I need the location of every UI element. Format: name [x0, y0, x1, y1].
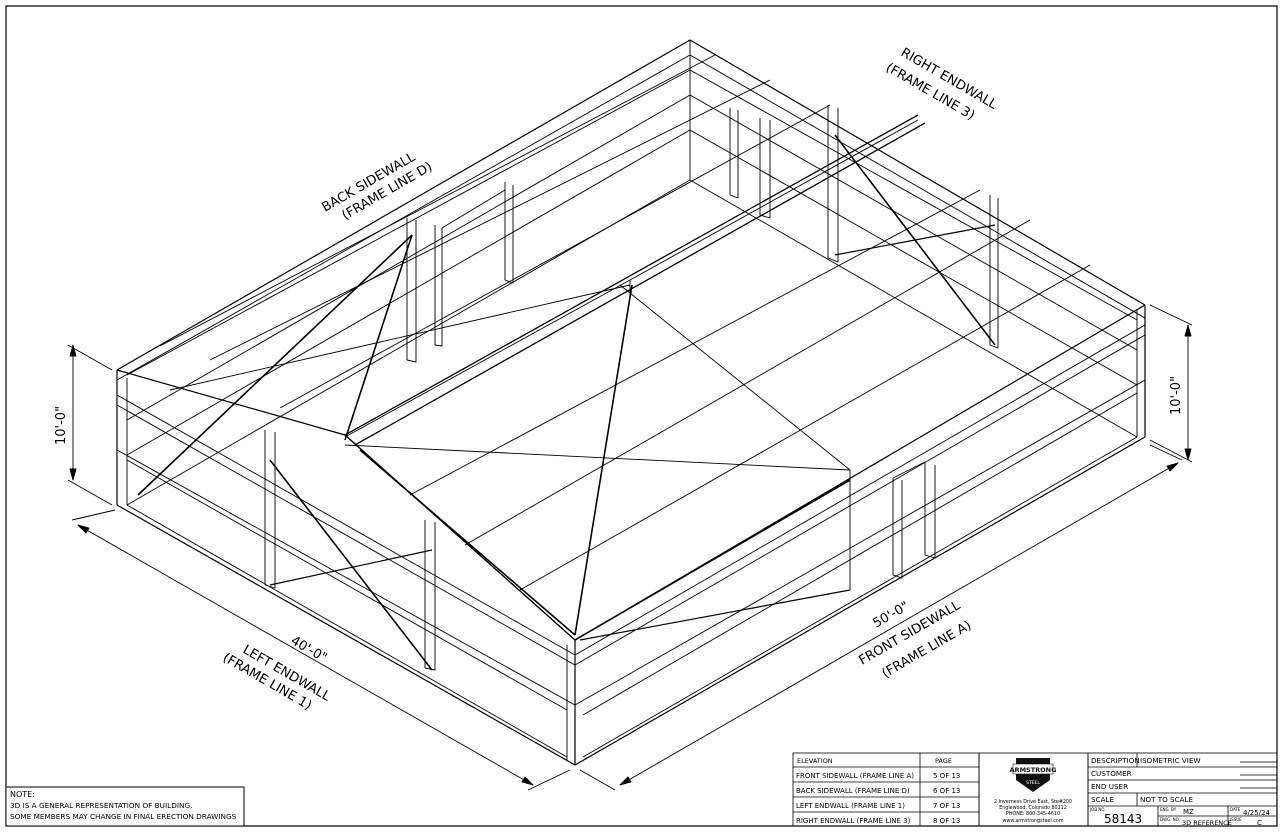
note-title: NOTE:	[10, 790, 35, 799]
company-address-1: 2 Inverness Drive East, Ste#200	[994, 799, 1072, 805]
right-height-dimension: 10'-0"	[1169, 376, 1184, 415]
job-no-label: JOB NO.	[1089, 807, 1106, 812]
eng-by-value: MZ	[1183, 808, 1194, 816]
elevation-labels: BACK SIDEWALL (FRAME LINE D) RIGHT ENDWA…	[54, 45, 1184, 713]
elevation-header: ELEVATION	[797, 757, 833, 765]
description-value: ISOMETRIC VIEW	[1140, 756, 1201, 765]
logo-subtext: STEEL	[1026, 780, 1040, 786]
customer-label: CUSTOMER	[1091, 769, 1132, 778]
scale-label: SCALE	[1091, 795, 1115, 804]
elevation-table-text: ELEVATION PAGE FRONT SIDEWALL (FRAME LIN…	[796, 757, 960, 825]
company-block: ARMSTRONG STEEL 2 Inverness Drive East, …	[978, 752, 1089, 827]
note-line-1: 3D IS A GENERAL REPRESENTATION OF BUILDI…	[10, 801, 192, 810]
note-line-2: SOME MEMBERS MAY CHANGE IN FINAL ERECTIO…	[10, 812, 237, 821]
company-address-2: Englewood, Colorado 80112	[999, 805, 1067, 811]
page-row-4: 8 OF 13	[933, 817, 960, 825]
dwg-no-value: 3D REFERENCE	[1182, 819, 1232, 827]
sheet-border	[5, 5, 1278, 827]
building-frame	[67, 39, 1193, 791]
page-row-1: 5 OF 13	[933, 772, 960, 780]
elevation-row-3: LEFT ENDWALL (FRAME LINE 1)	[796, 802, 905, 810]
elevation-row-2: BACK SIDEWALL (FRAME LINE D)	[796, 787, 910, 795]
logo-text: ARMSTRONG	[1010, 766, 1057, 774]
title-block	[1087, 752, 1278, 827]
left-endwall-dimension: 40'-0"	[288, 633, 329, 666]
description-label: DESCRIPTION	[1091, 756, 1140, 765]
date-label: DATE	[1230, 807, 1241, 812]
company-logo: ARMSTRONG STEEL	[1010, 758, 1057, 792]
scale-value: NOT TO SCALE	[1140, 795, 1194, 804]
company-phone: PHONE: 800-345-4610	[1006, 811, 1060, 817]
page-row-2: 6 OF 13	[933, 787, 960, 795]
end-user-label: END USER	[1091, 782, 1128, 791]
left-height-dimension: 10'-0"	[54, 406, 69, 445]
issue-value: C	[1257, 819, 1262, 827]
job-no-value: 58143	[1104, 812, 1142, 826]
page-header: PAGE	[935, 757, 952, 765]
note-box: NOTE: 3D IS A GENERAL REPRESENTATION OF …	[5, 786, 245, 827]
elevation-table	[792, 752, 980, 827]
date-value: 4/25/24	[1243, 809, 1271, 817]
page-row-3: 7 OF 13	[933, 802, 960, 810]
title-block-text: DESCRIPTION ISOMETRIC VIEW CUSTOMER END …	[1089, 756, 1271, 827]
eng-by-label: ENG. BY	[1160, 807, 1177, 812]
elevation-row-1: FRONT SIDEWALL (FRAME LINE A)	[796, 772, 914, 780]
company-web: www.armstrongsteel.com	[1002, 818, 1063, 824]
dwg-no-label: DWG. NO.	[1160, 817, 1180, 822]
issue-label: ISSUE	[1230, 817, 1242, 822]
elevation-row-4: RIGHT ENDWALL (FRAME LINE 3)	[796, 817, 911, 825]
